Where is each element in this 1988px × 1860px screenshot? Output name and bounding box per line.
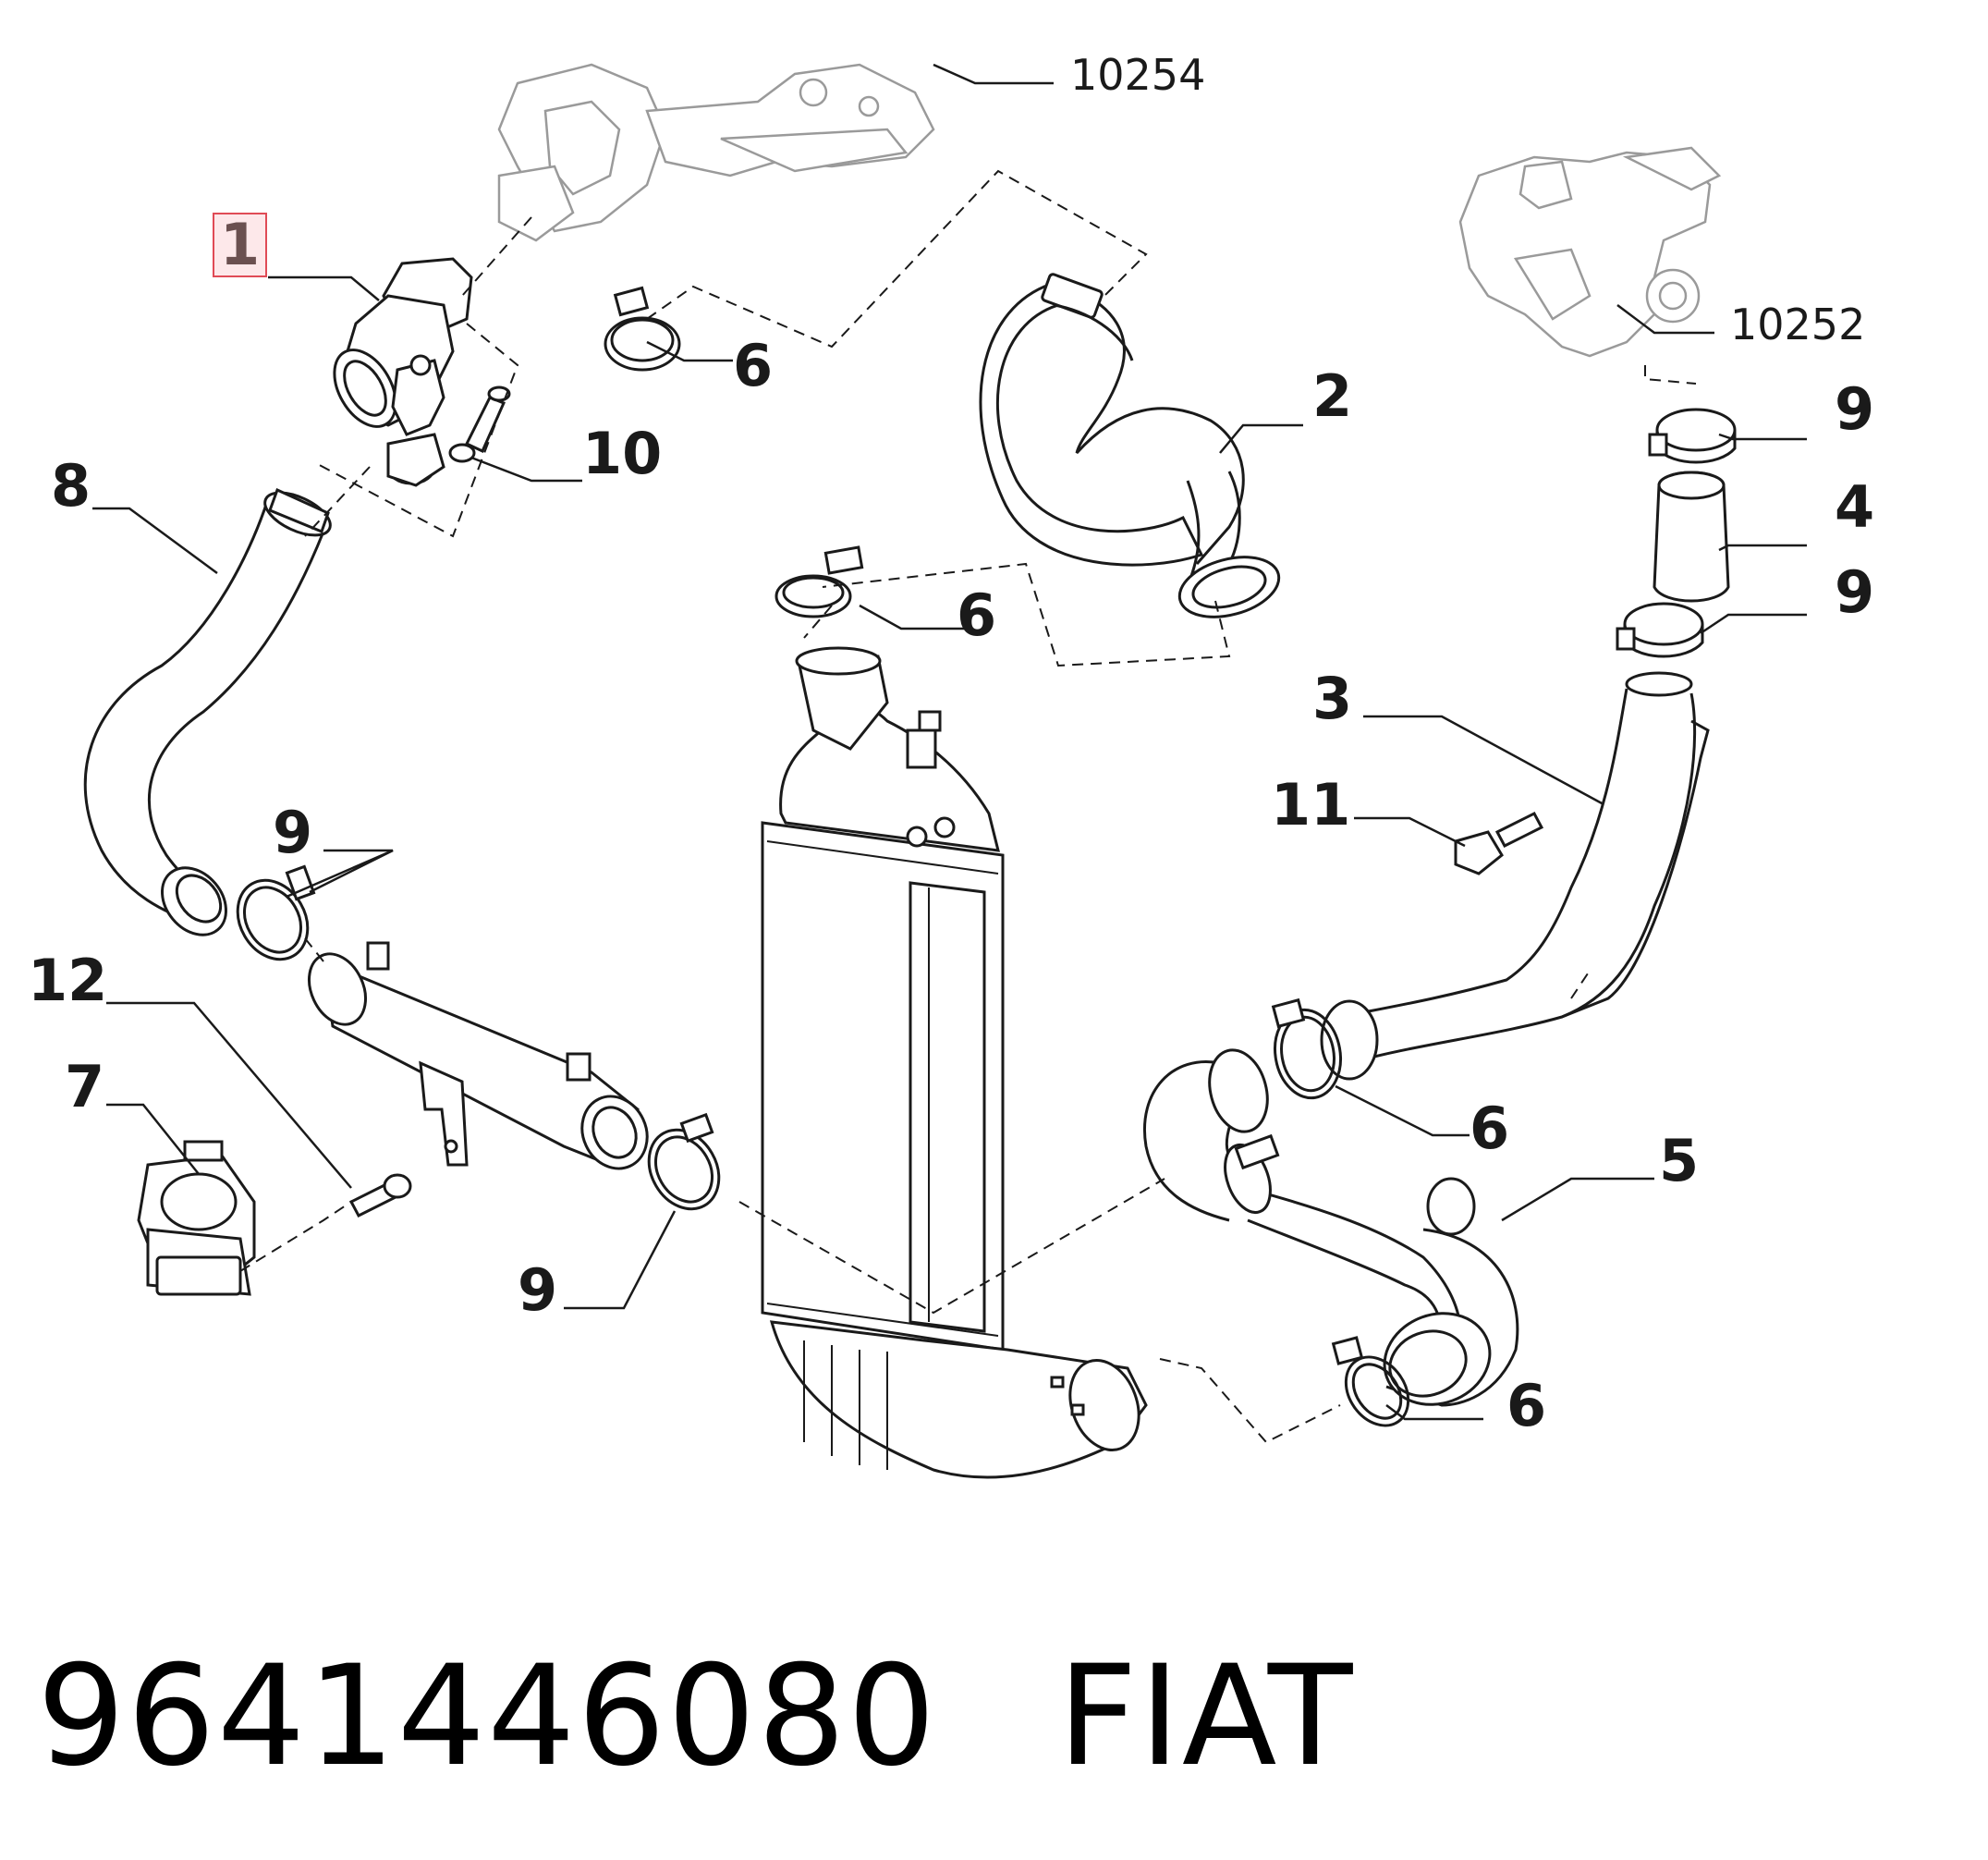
callout-part-11[interactable]: 11 bbox=[1271, 771, 1351, 838]
intercooler-inlet-pipe bbox=[308, 941, 649, 1170]
throttle-inlet-hose bbox=[83, 487, 332, 936]
hose-clamp-9-left bbox=[236, 864, 316, 961]
callout-part-6-top[interactable]: 6 bbox=[733, 332, 774, 399]
callout-part-9-right[interactable]: 9 bbox=[1835, 558, 1875, 626]
hose-clamp-6-right-upper bbox=[1271, 997, 1342, 1100]
callout-part-3[interactable]: 3 bbox=[1312, 665, 1353, 732]
callout-ref-10252[interactable]: 10252 bbox=[1730, 300, 1866, 349]
callout-part-7[interactable]: 7 bbox=[65, 1053, 105, 1120]
callout-ref-10254[interactable]: 10254 bbox=[1070, 50, 1206, 100]
hose-clamp-9-turbo bbox=[1648, 408, 1737, 464]
hose-clamp-9-bottom bbox=[647, 1112, 721, 1211]
callout-part-2[interactable]: 2 bbox=[1312, 362, 1353, 430]
callout-part-6-intercooler[interactable]: 6 bbox=[957, 581, 997, 649]
callout-part-4[interactable]: 4 bbox=[1835, 473, 1875, 541]
callout-part-6-right-upper[interactable]: 6 bbox=[1470, 1095, 1510, 1162]
hose-clamp-6-right-lower bbox=[1331, 1336, 1410, 1427]
throttle-body bbox=[333, 257, 473, 487]
part-caption: 9641446080 FIAT bbox=[37, 1636, 1354, 1797]
callout-part-9-left[interactable]: 9 bbox=[273, 799, 313, 866]
intake-manifold-reference-10254 bbox=[497, 63, 935, 242]
intercooler-inlet-hose bbox=[1143, 1048, 1519, 1407]
callout-part-9-turbo[interactable]: 9 bbox=[1835, 375, 1875, 443]
hose-clamp-6-intercooler bbox=[774, 545, 864, 618]
exploded-parts-diagram bbox=[83, 63, 1807, 1479]
turbocharger-reference-10252 bbox=[1458, 146, 1722, 358]
mounting-bolt bbox=[1454, 812, 1544, 875]
leader-lines bbox=[92, 63, 1807, 1421]
hose-clamp-6-top bbox=[604, 286, 681, 372]
intercooler bbox=[761, 646, 1148, 1479]
callout-part-6-right-lower[interactable]: 6 bbox=[1506, 1372, 1547, 1439]
callout-part-9-bottom[interactable]: 9 bbox=[518, 1256, 558, 1324]
callout-part-12[interactable]: 12 bbox=[28, 947, 108, 1014]
callout-part-1[interactable]: 1 bbox=[213, 213, 268, 277]
assembly-dashed-lines bbox=[239, 169, 1697, 1444]
intercooler-outlet-hose bbox=[979, 273, 1281, 618]
coupling-sleeve bbox=[1653, 471, 1730, 603]
callout-part-10[interactable]: 10 bbox=[582, 420, 663, 487]
pressure-solenoid-valve bbox=[137, 1140, 256, 1296]
callout-part-5[interactable]: 5 bbox=[1659, 1127, 1700, 1194]
throttle-screw bbox=[448, 385, 511, 463]
brand-name: FIAT bbox=[1057, 1636, 1355, 1797]
callout-part-8[interactable]: 8 bbox=[51, 452, 91, 520]
mounting-screw bbox=[348, 1173, 412, 1218]
turbo-outlet-pipe bbox=[1320, 671, 1710, 1081]
hose-clamp-9-right bbox=[1616, 602, 1704, 658]
part-number: 9641446080 bbox=[37, 1636, 938, 1797]
